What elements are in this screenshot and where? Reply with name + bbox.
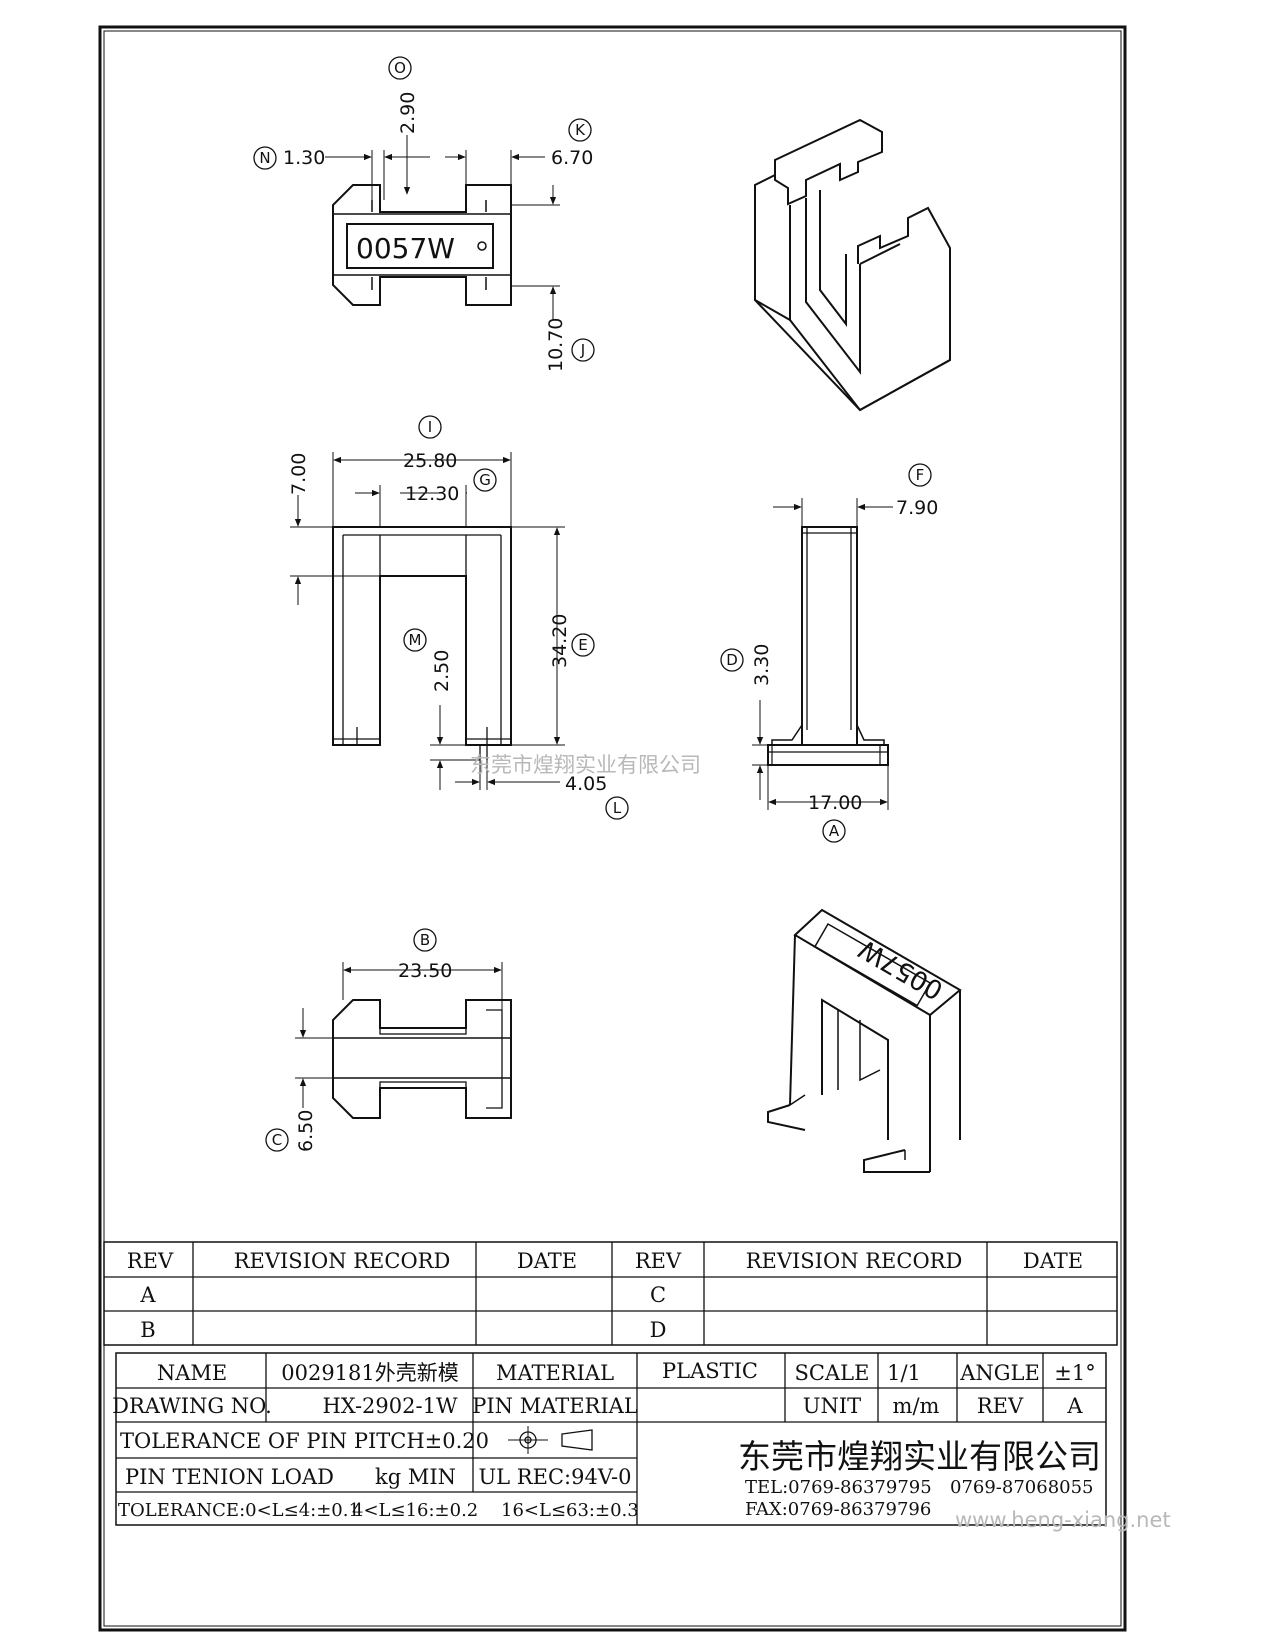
name-label: NAME bbox=[157, 1361, 227, 1385]
rev-row-c: C bbox=[650, 1283, 666, 1307]
angle-value: ±1° bbox=[1054, 1361, 1095, 1385]
drawing-no-label: DRAWING NO. bbox=[112, 1394, 272, 1418]
balloon-L: L bbox=[613, 799, 622, 817]
name-value: 0029181外壳新模 bbox=[281, 1361, 459, 1385]
company-tel-2: 0769-87068055 bbox=[950, 1477, 1094, 1498]
balloon-M: M bbox=[409, 631, 422, 649]
angle-label: ANGLE bbox=[959, 1361, 1040, 1385]
balloon-K: K bbox=[575, 121, 586, 139]
pin-tension-label: PIN TENION LOAD bbox=[125, 1465, 334, 1489]
balloon-F: F bbox=[916, 466, 925, 484]
title-block: NAME 0029181外壳新模 MATERIAL PLASTIC SCALE … bbox=[112, 1352, 1107, 1526]
rev-header-2: REV bbox=[635, 1249, 682, 1273]
scale-label: SCALE bbox=[795, 1361, 870, 1385]
revision-record-header-1: REVISION RECORD bbox=[234, 1249, 451, 1273]
company-tel: TEL:0769-86379795 bbox=[745, 1477, 932, 1498]
dim-B-value: 23.50 bbox=[398, 960, 452, 982]
rev-label: REV bbox=[977, 1394, 1024, 1418]
dim-C-value: 6.50 bbox=[295, 1110, 317, 1152]
dim-M-value: 2.50 bbox=[431, 650, 453, 692]
dim-N-value: 1.30 bbox=[283, 147, 325, 169]
dim-O-value: 2.90 bbox=[397, 92, 419, 134]
pin-tension-unit: kg MIN bbox=[375, 1465, 456, 1489]
dim-H-value: 7.00 bbox=[288, 453, 310, 495]
part-marking: 0057W bbox=[356, 232, 455, 265]
balloon-G: G bbox=[479, 471, 491, 489]
scale-value: 1/1 bbox=[887, 1361, 921, 1385]
watermark-overlay: 东莞市煌翔实业有限公司 bbox=[470, 753, 701, 777]
material-value: PLASTIC bbox=[662, 1359, 758, 1383]
rev-value: A bbox=[1066, 1394, 1083, 1418]
front-view: 25.80 12.30 7.00 34.20 2.50 4.05 bbox=[288, 450, 607, 795]
dim-G-value: 12.30 bbox=[405, 483, 459, 505]
drawing-no-value: HX-2902-1W bbox=[322, 1394, 458, 1418]
bottom-view: 23.50 6.50 bbox=[295, 960, 512, 1152]
date-header-1: DATE bbox=[517, 1249, 577, 1273]
iso-marking: 0057W bbox=[854, 933, 949, 1005]
dim-E-value: 34.20 bbox=[549, 614, 571, 668]
sheet-border bbox=[98, 25, 1127, 1632]
projection-symbol-icon bbox=[508, 1426, 593, 1454]
company-fax: FAX:0769-86379796 bbox=[745, 1499, 931, 1520]
sheet-inner-border bbox=[103, 30, 1122, 1627]
rev-header-1: REV bbox=[127, 1249, 174, 1273]
pitch-tolerance: TOLERANCE OF PIN PITCH±0.20 bbox=[120, 1429, 489, 1453]
tolerance-1: TOLERANCE:0<L≤4:±0.1 bbox=[118, 1500, 360, 1521]
balloon-C: C bbox=[272, 1131, 282, 1149]
tolerance-2: 4<L≤16:±0.2 bbox=[352, 1500, 478, 1521]
balloon-O: O bbox=[394, 59, 406, 77]
dim-F-value: 7.90 bbox=[896, 497, 938, 519]
ul-rating: UL REC:94V-0 bbox=[478, 1465, 631, 1489]
balloon-D: D bbox=[726, 651, 738, 669]
tolerance-3: 16<L≤63:±0.3 bbox=[501, 1500, 639, 1521]
top-view: 0057W 2.90 1.30 6.70 10.70 bbox=[283, 92, 593, 372]
dim-I-value: 25.80 bbox=[403, 450, 457, 472]
dim-A-value: 17.00 bbox=[808, 792, 862, 814]
unit-label: UNIT bbox=[803, 1394, 861, 1418]
iso-view-bottom: 0057W bbox=[767, 908, 962, 1173]
revision-record-header-2: REVISION RECORD bbox=[746, 1249, 963, 1273]
side-view: 7.90 3.30 17.00 bbox=[751, 497, 938, 814]
balloons: O N K J I G E M L F D A B C bbox=[253, 56, 932, 1152]
material-label: MATERIAL bbox=[496, 1361, 614, 1385]
rev-row-b: B bbox=[140, 1318, 155, 1342]
pin-material-label: PIN MATERIAL bbox=[472, 1394, 638, 1418]
date-header-2: DATE bbox=[1023, 1249, 1083, 1273]
revision-table: REV REVISION RECORD DATE REV REVISION RE… bbox=[103, 1241, 1118, 1346]
dim-J-value: 10.70 bbox=[545, 318, 567, 372]
dim-D-value: 3.30 bbox=[751, 644, 773, 686]
rev-row-a: A bbox=[139, 1283, 156, 1307]
balloon-A: A bbox=[829, 822, 840, 840]
balloon-B: B bbox=[420, 931, 430, 949]
balloon-I: I bbox=[428, 418, 432, 436]
rev-row-d: D bbox=[650, 1318, 667, 1342]
marking-plate bbox=[346, 223, 494, 269]
company-name: 东莞市煌翔实业有限公司 bbox=[738, 1437, 1101, 1476]
iso-view-top bbox=[754, 118, 951, 412]
balloon-N: N bbox=[259, 149, 270, 167]
unit-value: m/m bbox=[893, 1394, 940, 1418]
dim-K-value: 6.70 bbox=[551, 147, 593, 169]
balloon-E: E bbox=[578, 636, 587, 654]
website-watermark: www.heng-xiang.net bbox=[955, 1508, 1171, 1532]
dim-L-value: 4.05 bbox=[565, 773, 607, 795]
balloon-J: J bbox=[580, 341, 585, 359]
